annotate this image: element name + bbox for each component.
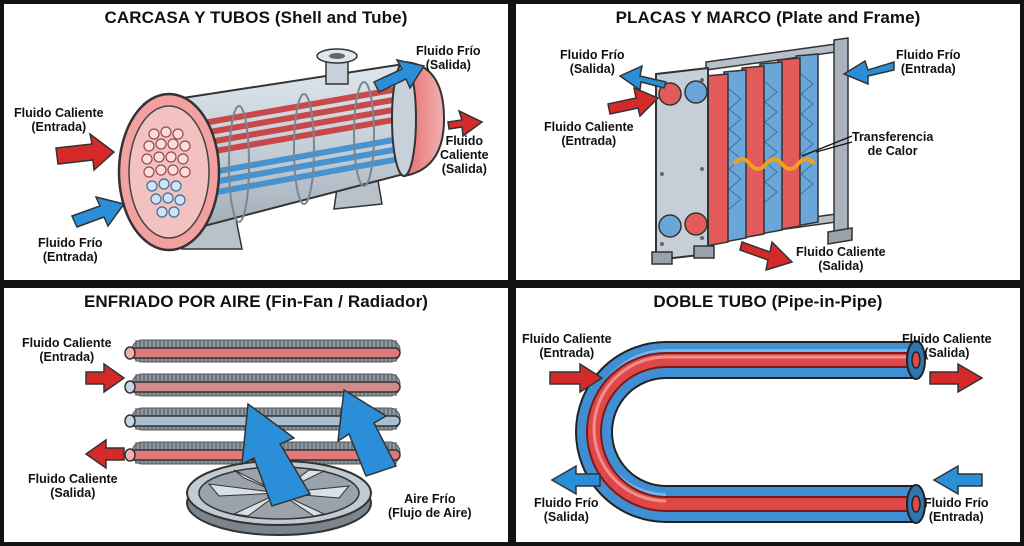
label-hot-outlet: Fluido Caliente(Salida) — [28, 472, 118, 500]
frame-end-post — [827, 37, 853, 245]
cold-outlet-nozzle — [316, 48, 358, 85]
plate-pack — [705, 53, 819, 247]
cold-inlet-arrow — [932, 464, 983, 496]
cold-outlet-arrow — [372, 58, 426, 93]
label-hot-inlet: Fluido Caliente(Entrada) — [522, 332, 612, 360]
panel-title: PLACAS Y MARCO (Plate and Frame) — [615, 8, 921, 27]
cold-inlet-arrow — [70, 195, 126, 228]
label-hot-inlet: Fluido Caliente(Entrada) — [14, 106, 104, 134]
panel-double-pipe: DOBLE TUBO (Pipe-in-Pipe) Fluido Calient… — [516, 288, 1020, 542]
hot-inlet-arrow — [607, 86, 660, 118]
panel-title: CARCASA Y TUBOS (Shell and Tube) — [104, 8, 408, 27]
label-hot-outlet: Fluido Caliente(Salida) — [902, 332, 992, 360]
label-cold-outlet: Fluido Frío(Salida) — [534, 496, 599, 524]
panel-air-cooled: ENFRIADO POR AIRE (Fin-Fan / Radiador) F… — [4, 288, 508, 542]
outer-pipe — [575, 341, 916, 523]
panel-shell-and-tube: CARCASA Y TUBOS (Shell and Tube) Fluido … — [4, 4, 508, 280]
label-cold-inlet: Fluido Frío(Entrada) — [924, 496, 989, 524]
transfer-pointer-lines — [801, 135, 853, 157]
label-hot-inlet: Fluido Caliente(Entrada) — [544, 120, 634, 148]
hot-outlet-arrow — [84, 438, 125, 470]
pipe-ends — [906, 340, 926, 524]
inner-pipe — [586, 352, 916, 512]
hot-outlet-arrow — [739, 240, 794, 272]
hot-inlet-arrow — [85, 362, 126, 394]
fixed-frame-plate — [651, 66, 715, 265]
label-hot-inlet: Fluido Caliente(Entrada) — [22, 336, 112, 364]
panel-title: DOBLE TUBO (Pipe-in-Pipe) — [653, 292, 883, 311]
hot-outlet-arrow — [929, 362, 984, 394]
rear-head — [391, 60, 446, 178]
air-flow-arrows — [241, 388, 398, 507]
label-cold-inlet: Fluido Frío(Entrada) — [896, 48, 961, 76]
label-air-flow: Aire Frío(Flujo de Aire) — [388, 492, 472, 520]
label-cold-outlet: Fluido Frío(Salida) — [416, 44, 481, 72]
label-cold-outlet: Fluido Frío(Salida) — [560, 48, 625, 76]
cold-inlet-arrow — [842, 59, 895, 86]
double-pipe-illustration — [549, 340, 984, 524]
shell-tube-illustration — [55, 48, 484, 252]
label-cold-inlet: Fluido Frío(Entrada) — [38, 236, 103, 264]
front-head-tubesheet — [117, 92, 221, 252]
hot-outlet-arrow — [447, 109, 484, 138]
panel-plate-and-frame: PLACAS Y MARCO (Plate and Frame) Fluido … — [516, 4, 1020, 280]
cold-outlet-arrow — [618, 64, 667, 92]
panel-title: ENFRIADO POR AIRE (Fin-Fan / Radiador) — [83, 292, 429, 311]
air-cooled-illustration — [84, 339, 401, 536]
hot-inlet-arrow — [55, 132, 116, 172]
heat-transfer-wave — [732, 157, 816, 171]
plate-frame-illustration — [607, 37, 895, 272]
hot-inlet-arrow — [549, 362, 604, 394]
cold-outlet-arrow — [550, 464, 601, 496]
label-hot-outlet: Fluido Caliente(Salida) — [796, 245, 886, 273]
